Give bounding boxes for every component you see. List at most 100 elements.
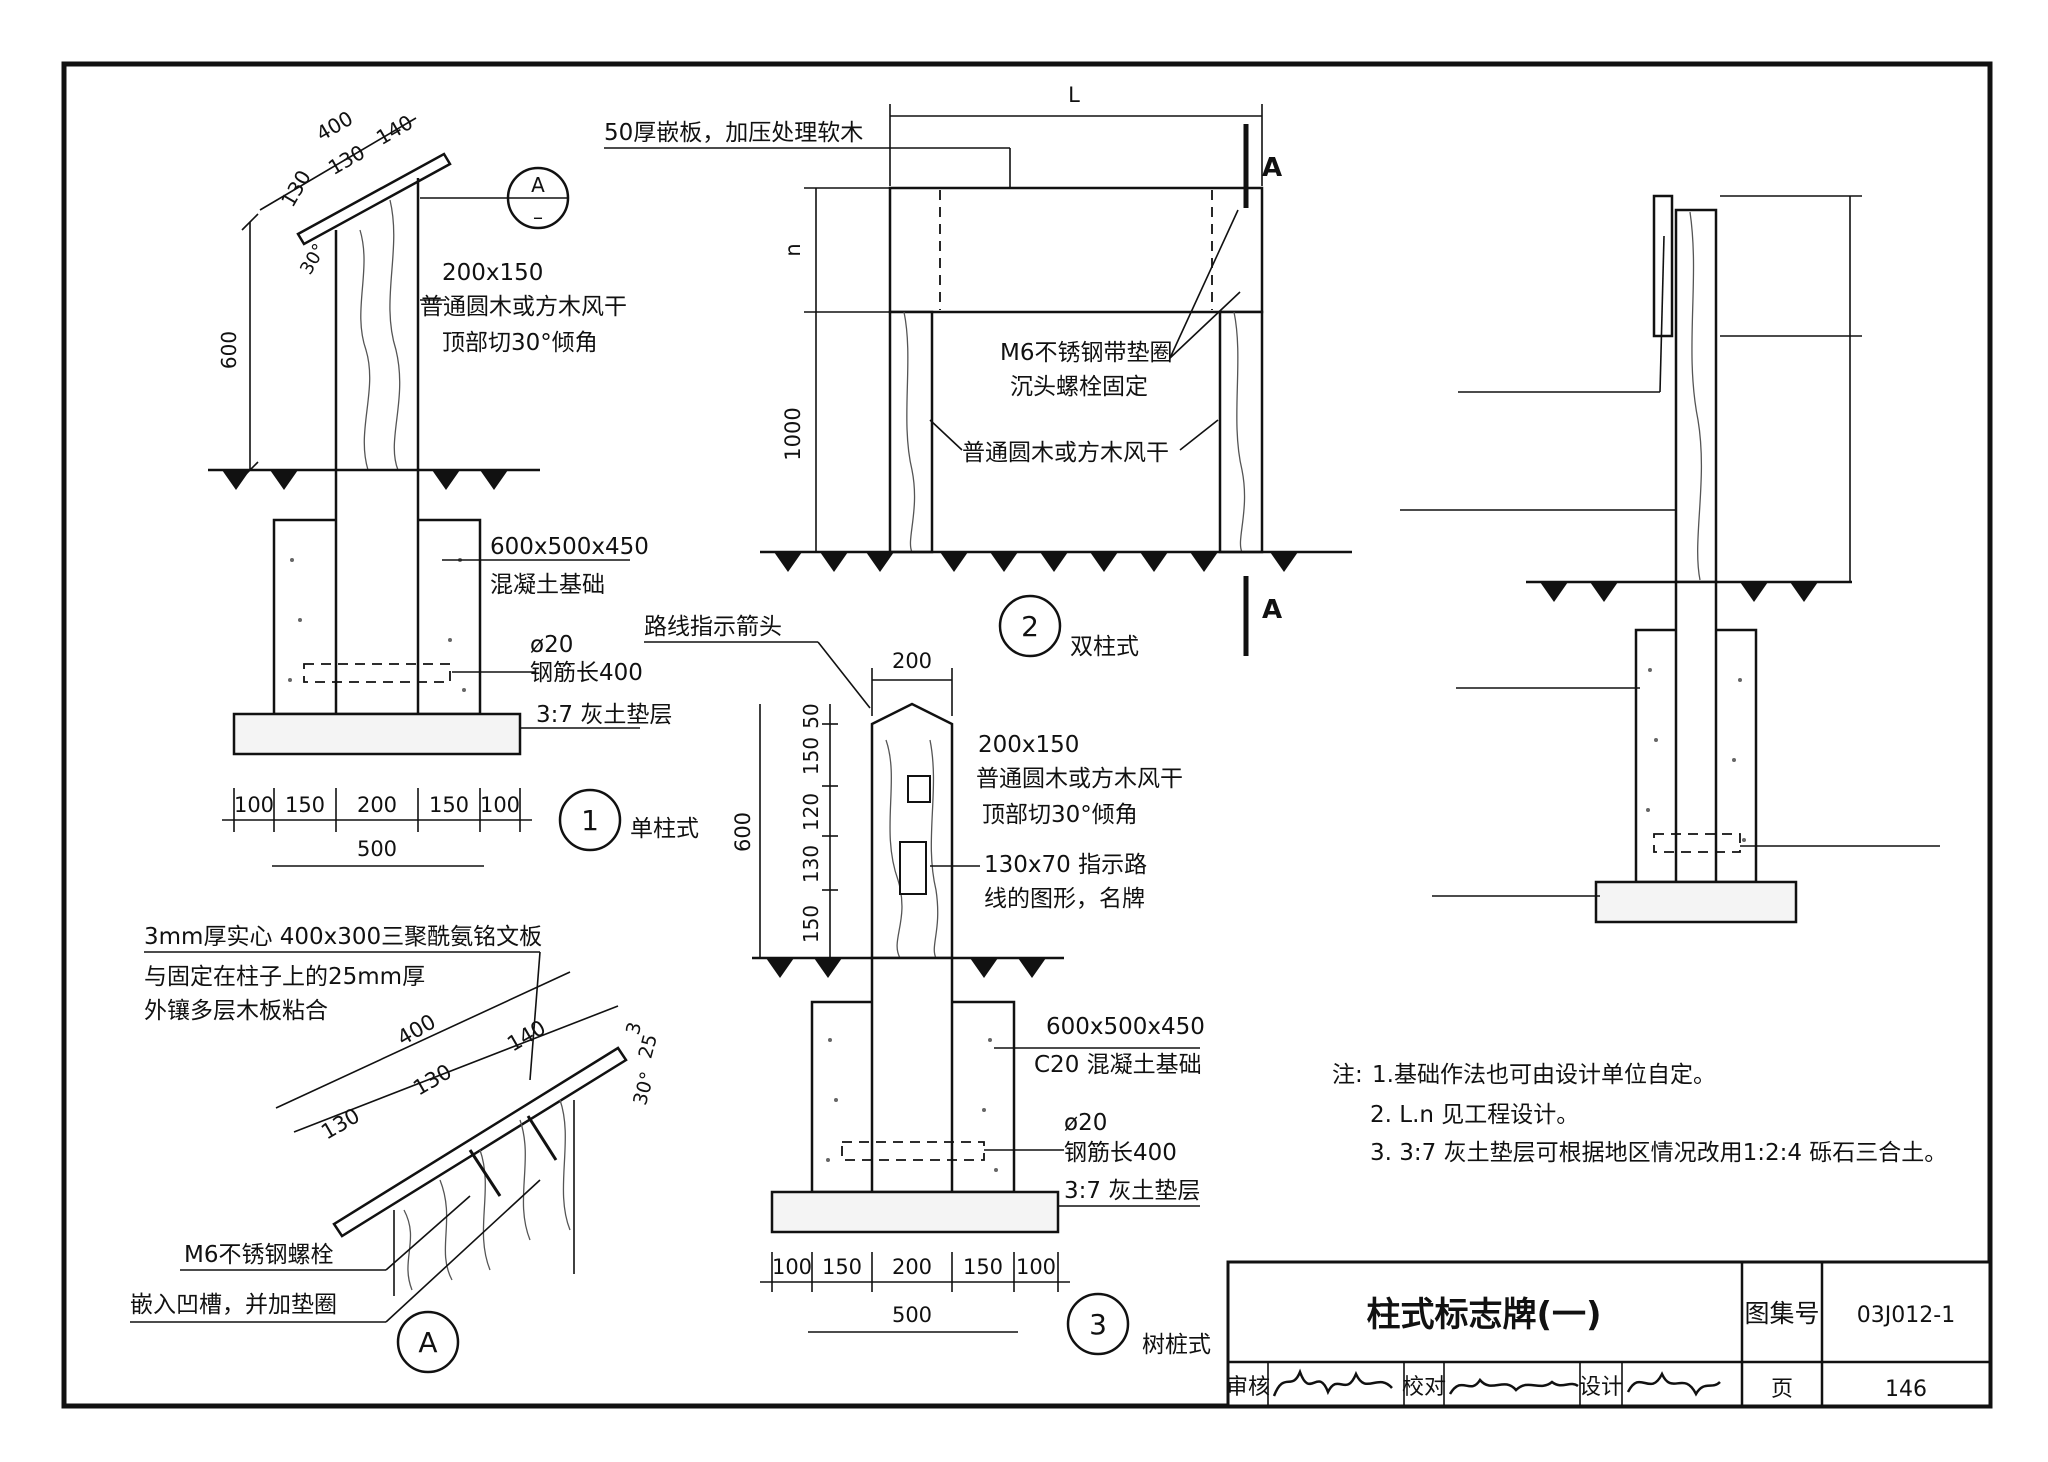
detail-title: 树桩式 [1142,1332,1211,1358]
footing-label-2: 混凝土基础 [490,572,605,598]
ground-hatch [222,470,508,490]
left-dim-1: 50 [799,703,823,728]
dim-140: 140 [372,110,417,150]
section-letter-bottom: A [1262,595,1282,625]
post-label-3: 顶部切30°倾角 [442,330,598,356]
drawing-title: 柱式标志牌(一) [1366,1295,1601,1335]
drawing-frame [61,61,1993,1409]
rebar [303,663,451,683]
detail-letter: A [418,1326,437,1359]
dim-130a: 130 [317,1104,364,1145]
dim-L: L [1068,83,1080,107]
bottom-dim-4: 150 [963,1255,1003,1279]
dim-600: 600 [731,812,755,852]
sign-board [332,1046,628,1238]
arrow-plate [907,775,931,803]
notes-prefix: 注: [1332,1062,1363,1088]
note-2: 2. L.n 见工程设计。 [1370,1102,1579,1128]
ground-hatch [774,552,1298,572]
bottom-dim-3: 200 [357,793,397,817]
dim-400: 400 [393,1010,440,1051]
detail-number: 3 [1089,1308,1107,1341]
bolt-label-1: M6不锈钢带垫圈 [1000,340,1172,366]
footing-label-2: C20 混凝土基础 [1034,1052,1202,1078]
bottom-dim-1: 100 [772,1255,812,1279]
route-plate [899,841,927,895]
label-line-3: 外镶多层木板粘合 [144,998,328,1024]
bottom-dim-2: 150 [285,793,325,817]
post [1674,208,1718,584]
detail-2-double-post: L 50厚嵌板，加压处理软木 n 1000 A A M6不锈钢带垫圈 沉头螺栓固… [604,83,1352,660]
plate-label-1: 130x70 指示路 [984,852,1147,878]
detail-number-circle [998,594,1062,658]
dim-1000: 1000 [781,407,805,460]
bottom-dim-5: 100 [480,793,520,817]
lime-soil-bed [1594,880,1798,924]
ground-hatch [766,958,1046,978]
right-post [1218,310,1264,554]
bottom-dim-1: 100 [234,793,274,817]
note-1: 1.基础作法也可由设计单位自定。 [1372,1062,1716,1088]
wood-grain [359,199,401,471]
page-label: 页 [1771,1377,1793,1402]
rebar-label-2: 钢筋长400 [530,660,643,686]
detail-number-circle [1066,1292,1130,1356]
post-label-3: 顶部切30°倾角 [982,802,1138,828]
rebar-label-2: 钢筋长400 [1064,1140,1177,1166]
rebar [1653,833,1741,853]
left-post [888,310,934,554]
detail-a-board-fixing: 3mm厚实心 400x300三聚酰氨铭文板 与固定在柱子上的25mm厚 外镶多层… [130,924,662,1374]
post-label-2: 普通圆木或方木风干 [976,766,1183,792]
post-outline [334,178,420,470]
rebar [841,1141,985,1161]
dim-140: 140 [503,1016,550,1057]
footing-label-1: 600x500x450 [490,534,649,560]
note-3: 3. 3:7 灰土垫层可根据地区情况改用1:2:4 砾石三合土。 [1370,1140,1947,1166]
title-block: 柱式标志牌(一) 图集号 03J012-1 审核 校对 设计 页 146 [1226,1260,1992,1408]
bolt-label-2: 沉头螺栓固定 [1010,374,1148,400]
page-number: 146 [1885,1377,1927,1402]
bottom-dim-4: 150 [429,793,469,817]
ground-hatch [1540,582,1818,602]
designer-signature [1626,1371,1721,1397]
bolt-label: M6不锈钢螺栓 [184,1242,333,1268]
dim-3: 3 [622,1020,646,1037]
top-dim: 200 [892,649,932,673]
atlas-number: 03J012-1 [1857,1303,1955,1328]
groove-label: 嵌入凹槽，并加垫圈 [130,1292,337,1318]
notes: 注: 1.基础作法也可由设计单位自定。 2. L.n 见工程设计。 3. 3:7… [1332,1062,1947,1166]
review-label: 审核 [1226,1375,1270,1400]
dim-130a: 130 [276,166,316,211]
angle-30: 30° [629,1069,659,1107]
detail-number: 1 [581,804,599,837]
section-letter-top: A [1262,153,1282,183]
dim-n: n [781,243,805,256]
sign-board [296,152,452,246]
detail-title: 双柱式 [1070,634,1139,660]
detail-circle [396,1310,460,1374]
dim-25: 25 [634,1032,662,1061]
dim-130b: 130 [324,140,369,180]
section-ref-letter: A [531,173,545,197]
lime-soil-bed [770,1190,1060,1234]
dim-400: 400 [312,106,357,146]
bottom-dim-5: 100 [1016,1255,1056,1279]
post-label: 普通圆木或方木风干 [962,440,1169,466]
detail-number-circle [558,788,622,852]
atlas-label: 图集号 [1744,1299,1819,1328]
post-label-1: 200x150 [442,260,543,286]
bottom-dim-2: 150 [822,1255,862,1279]
checker-signature [1448,1377,1579,1395]
angle-30: 30° [296,240,330,278]
design-label: 设计 [1579,1375,1623,1400]
left-dim-3: 120 [799,793,823,831]
dim-600: 600 [217,331,241,369]
check-label: 校对 [1402,1375,1446,1400]
footing-label-1: 600x500x450 [1046,1014,1205,1040]
detail-3-stump: 路线指示箭头 200 600 50 150 120 130 150 200x15… [644,614,1211,1358]
rebar-label-1: ø20 [1064,1110,1107,1136]
section-aa [1400,194,1940,924]
detail-1-single-post: 600 400 130 130 140 30° A – 200x150 普通圆木… [208,106,699,867]
detail-number: 2 [1021,610,1039,643]
